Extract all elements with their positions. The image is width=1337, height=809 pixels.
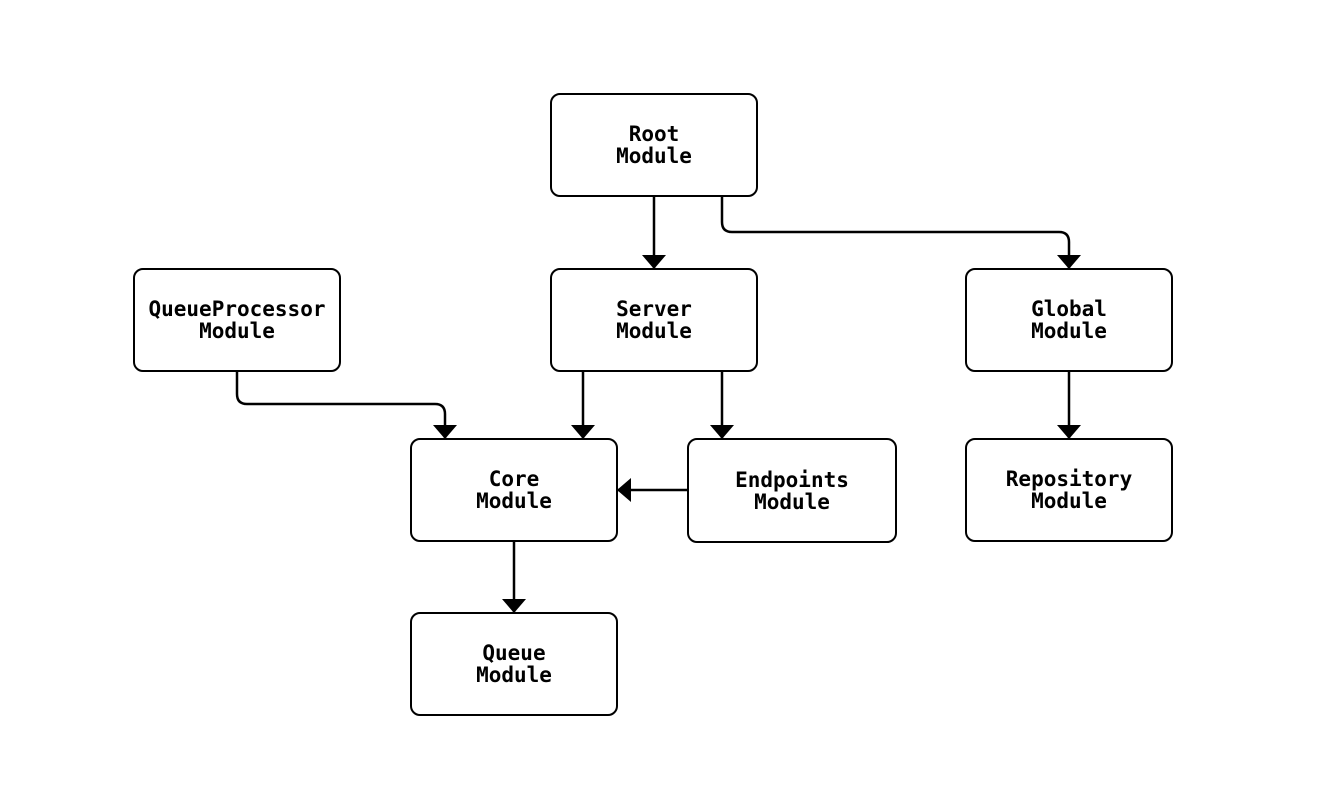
node-label: Core Module <box>476 467 552 513</box>
node-core-module: Core Module <box>410 438 618 542</box>
node-global-module: Global Module <box>965 268 1173 372</box>
node-server-module: Server Module <box>550 268 758 372</box>
node-queueprocessor-module: QueueProcessor Module <box>133 268 341 372</box>
node-repository-module: Repository Module <box>965 438 1173 542</box>
node-label: Queue Module <box>476 641 552 687</box>
node-label: Root Module <box>616 122 692 168</box>
node-label: Server Module <box>616 297 692 343</box>
node-label: QueueProcessor Module <box>148 297 326 343</box>
edge-queueprocessor-to-core <box>235 372 457 439</box>
node-label: Repository Module <box>1005 467 1133 513</box>
node-label: Global Module <box>1031 297 1107 343</box>
edge-root-to-global <box>720 197 1081 269</box>
node-root-module: Root Module <box>550 93 758 197</box>
node-label: Endpoints Module <box>735 467 849 514</box>
node-endpoints-module: Endpoints Module <box>687 438 897 543</box>
node-queue-module: Queue Module <box>410 612 618 716</box>
